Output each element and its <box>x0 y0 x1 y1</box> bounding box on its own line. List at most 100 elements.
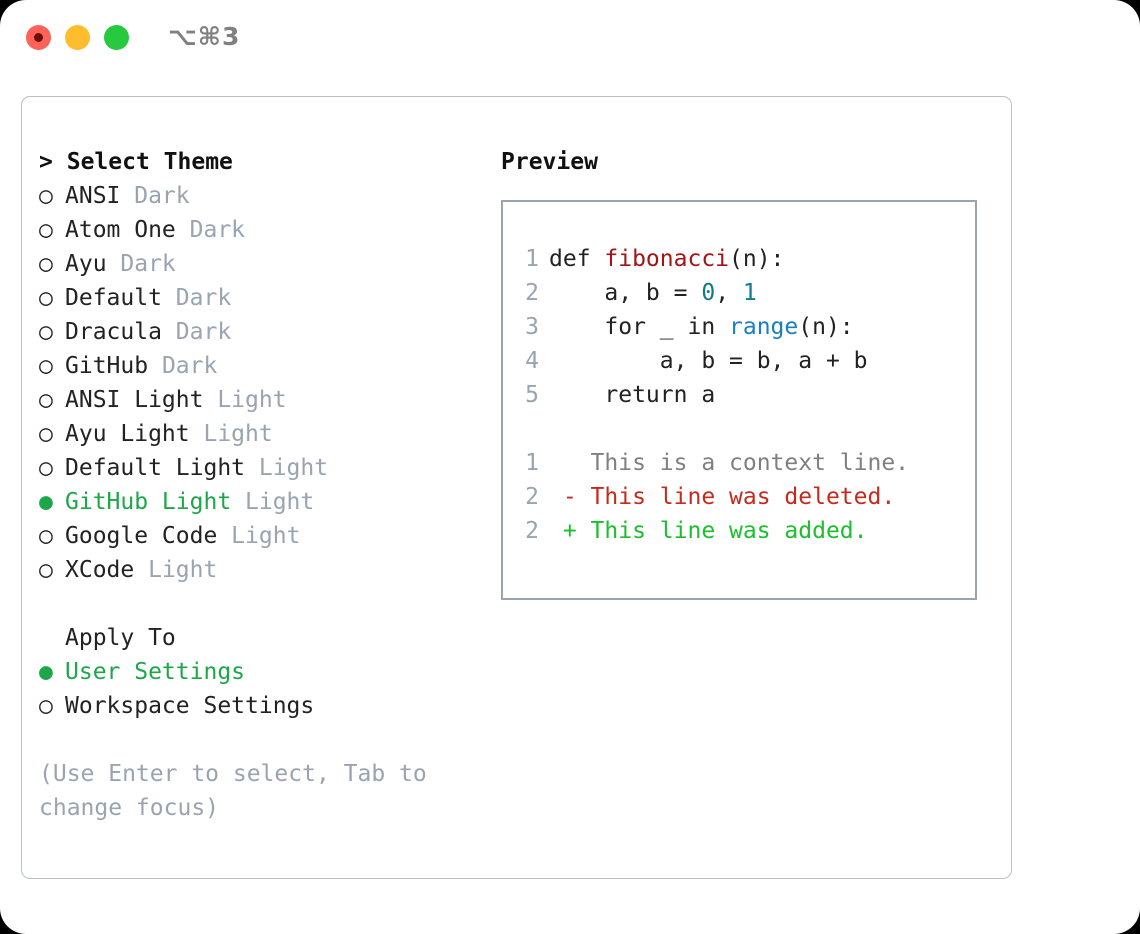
select-theme-header: > Select Theme <box>39 145 479 179</box>
radio-unselected-icon: ○ <box>39 387 53 413</box>
theme-option-label: XCode <box>65 557 135 583</box>
theme-variant-badge: Light <box>189 421 273 447</box>
diff-line-number: 1 <box>525 450 539 476</box>
diff-line: 2 + This line was added. <box>515 514 909 548</box>
code-line: 1 def fibonacci(n): <box>515 242 868 276</box>
theme-option-label: Atom One <box>65 217 176 243</box>
code-token-plain: (n): <box>729 246 785 272</box>
theme-option-xcode[interactable]: ○XCode Light <box>39 553 479 587</box>
code-line-number: 5 <box>525 382 539 408</box>
section-spacer <box>39 587 479 621</box>
code-line: 5 return a <box>515 378 868 412</box>
theme-variant-badge: Dark <box>161 319 232 345</box>
caret-marker: > <box>39 149 53 175</box>
theme-option-label: Default <box>65 285 162 311</box>
theme-option-label: Ayu <box>65 251 107 277</box>
minimize-button[interactable] <box>65 25 90 50</box>
code-token-plain: (n): <box>798 314 854 340</box>
code-token-num: 0 <box>701 280 716 306</box>
keyboard-hint-text: (Use Enter to select, Tab to change focu… <box>39 761 427 821</box>
code-line: 2 a, b = 0, 1 <box>515 276 868 310</box>
theme-variant-badge: Light <box>134 557 218 583</box>
theme-option-default[interactable]: ○ Default Dark <box>39 281 479 315</box>
window-controls <box>26 25 129 50</box>
theme-option-ayu[interactable]: ○ Ayu Dark <box>39 247 479 281</box>
theme-option-default-light[interactable]: ○ Default Light Light <box>39 451 479 485</box>
diff-sample: 1 This is a context line.2 - This line w… <box>515 446 909 548</box>
code-token-fn: fibonacci <box>604 246 730 272</box>
theme-variant-badge: Light <box>217 523 301 549</box>
theme-selection-column: > Select Theme ○ANSI Dark○Atom One Dark○… <box>39 145 479 825</box>
diff-line-text-del: - This line was deleted. <box>549 484 896 510</box>
theme-variant-badge: Dark <box>161 285 232 311</box>
maximize-button[interactable] <box>104 25 129 50</box>
code-token-builtin: range <box>729 314 799 340</box>
theme-option-list: ○ ANSI Dark ○ Atom One Dark ○ Ayu Dark ○ Defaul… <box>39 179 479 587</box>
radio-unselected-icon: ○ <box>39 523 53 549</box>
diff-line-number: 2 <box>525 484 539 510</box>
theme-variant-badge: Dark <box>106 251 176 277</box>
theme-variant-badge: Dark <box>175 217 246 243</box>
radio-unselected-icon: ○ <box>39 421 53 447</box>
close-button[interactable] <box>26 25 51 50</box>
diff-line-number: 2 <box>525 518 539 544</box>
theme-option-ansi[interactable]: ○ ANSI Dark <box>39 179 479 213</box>
theme-variant-badge: Light <box>231 489 315 515</box>
window-title-shortcut: ⌥⌘3 <box>168 22 241 51</box>
theme-variant-badge: Light <box>245 455 329 481</box>
code-line-number: 2 <box>525 280 539 306</box>
diff-line-text-add: + This line was added. <box>549 518 868 544</box>
theme-option-ansi-light[interactable]: ○ANSI Light Light <box>39 383 479 417</box>
theme-variant-badge: Dark <box>148 353 218 379</box>
diff-line: 1 This is a context line. <box>515 446 909 480</box>
radio-unselected-icon: ○ <box>39 251 53 277</box>
theme-option-google-code[interactable]: ○ Google Code Light <box>39 519 479 553</box>
preview-title: Preview <box>501 149 598 175</box>
code-token-plain: return a <box>549 382 716 408</box>
select-theme-title: Select Theme <box>66 149 233 175</box>
main-panel: > Select Theme ○ANSI Dark○Atom One Dark○… <box>21 96 1012 879</box>
theme-variant-badge: Light <box>203 387 287 413</box>
theme-option-ayu-light[interactable]: ○ Ayu Light Light <box>39 417 479 451</box>
code-token-plain: for _ in <box>549 314 730 340</box>
apply-to-option-user-settings[interactable]: ●User Settings <box>39 655 479 689</box>
code-line: 3 for _ in range(n): <box>515 310 868 344</box>
code-token-kw: def <box>549 246 605 272</box>
code-token-plain: , <box>715 280 743 306</box>
theme-option-dracula[interactable]: ○Dracula Dark <box>39 315 479 349</box>
theme-variant-badge: Dark <box>120 183 190 209</box>
code-token-num: 1 <box>742 280 757 306</box>
radio-unselected-icon: ○ <box>39 285 53 311</box>
code-token-plain: a, b = <box>549 280 702 306</box>
theme-option-atom-one[interactable]: ○ Atom One Dark <box>39 213 479 247</box>
theme-option-label: Ayu Light <box>65 421 190 447</box>
code-line: 4 a, b = b, a + b <box>515 344 868 378</box>
radio-unselected-icon: ○ <box>39 455 53 481</box>
hint-spacer <box>39 723 479 757</box>
theme-option-github-light[interactable]: ● GitHub Light Light <box>39 485 479 519</box>
theme-option-label: Google Code <box>65 523 218 549</box>
diff-line: 2 - This line was deleted. <box>515 480 909 514</box>
theme-option-label: GitHub <box>65 353 149 379</box>
code-line-number: 3 <box>525 314 539 340</box>
theme-option-github[interactable]: ○ GitHub Dark <box>39 349 479 383</box>
apply-to-option-list: ●User Settings ○ Workspace Settings <box>39 655 479 723</box>
code-token-plain: a, b = b, a + b <box>549 348 868 374</box>
apply-to-header: Apply To <box>65 625 176 651</box>
diff-line-text-ctx: This is a context line. <box>549 450 910 476</box>
theme-option-label: ANSI <box>65 183 121 209</box>
radio-unselected-icon: ○ <box>39 319 53 345</box>
radio-selected-icon: ● <box>39 489 53 515</box>
code-line-number: 1 <box>525 246 539 272</box>
radio-unselected-icon: ○ <box>39 693 53 719</box>
radio-unselected-icon: ○ <box>39 217 53 243</box>
apply-to-option-label: Workspace Settings <box>65 693 315 719</box>
theme-option-label: GitHub Light <box>65 489 232 515</box>
apply-to-option-workspace-settings[interactable]: ○ Workspace Settings <box>39 689 479 723</box>
radio-unselected-icon: ○ <box>39 353 53 379</box>
radio-unselected-icon: ○ <box>39 183 53 209</box>
theme-option-label: Default Light <box>65 455 246 481</box>
